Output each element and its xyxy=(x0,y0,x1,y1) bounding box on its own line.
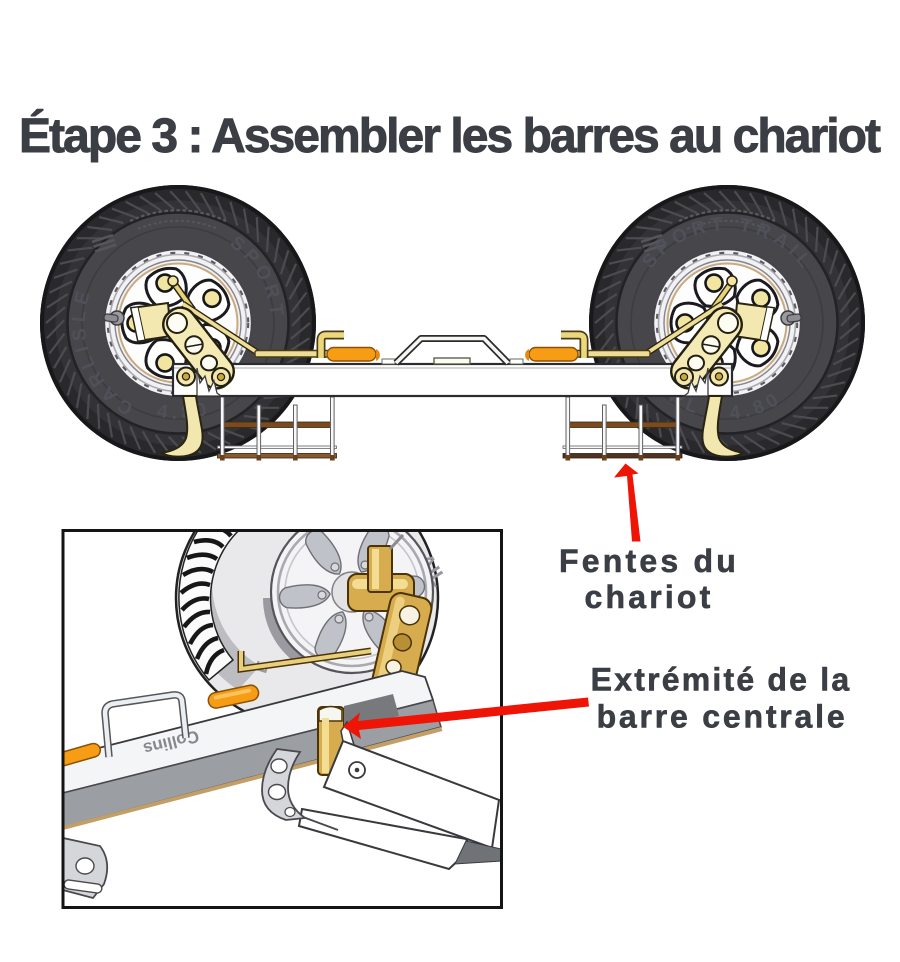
svg-text:Extrémité de la: Extrémité de la xyxy=(591,662,852,698)
svg-text:Étape 3 : Assembler les barres: Étape 3 : Assembler les barres au chario… xyxy=(19,109,881,163)
svg-text:chariot: chariot xyxy=(584,579,713,615)
svg-text:barre centrale: barre centrale xyxy=(597,699,848,735)
svg-text:Fentes du: Fentes du xyxy=(559,543,739,579)
